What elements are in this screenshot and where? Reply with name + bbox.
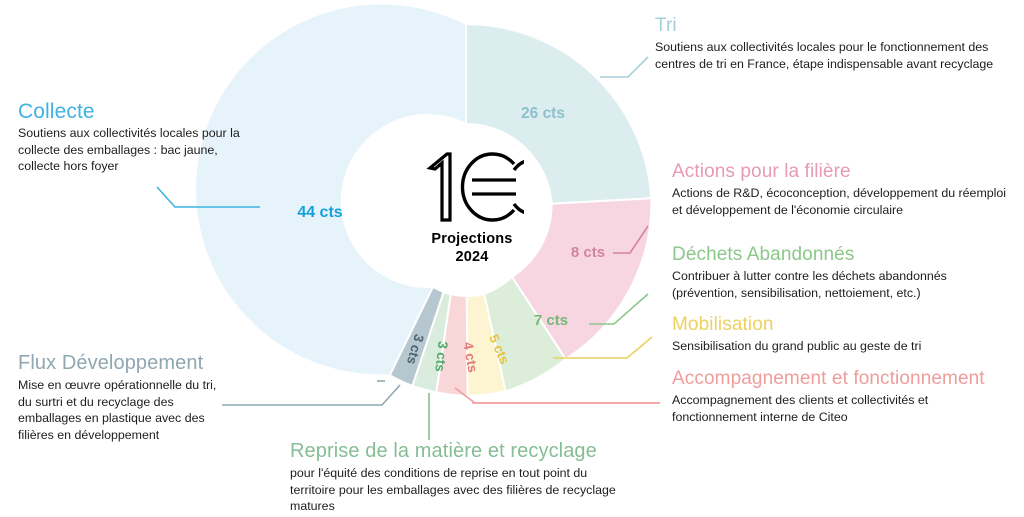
callout-actions-title: Actions pour la filière: [672, 161, 851, 182]
callout-dechets-body-line2: (prévention, sensibilisation, nettoiemen…: [672, 285, 921, 300]
leader-line-tri: [600, 56, 649, 78]
leader-line-mobilisation: [553, 336, 653, 359]
callout-flux-developpement: Flux Développement Mise en œuvre opérati…: [18, 352, 278, 443]
callout-mobilisation-body: Sensibilisation du grand public au geste…: [672, 338, 1020, 355]
callout-reprise-body-line1: pour l'équité des conditions de reprise …: [290, 466, 588, 480]
callout-accompagnement: Accompagnement et fonctionnement Accompa…: [672, 367, 1022, 425]
slice-label-accompagnement: 4 cts: [460, 341, 480, 374]
callout-dechets-body-line1: Contribuer à lutter contre les déchets a…: [672, 269, 947, 283]
callout-reprise-body-line2: territoire pour les emballages avec des …: [290, 482, 616, 497]
callout-tri-body-line2: centres de tri en France, étape indispen…: [655, 56, 994, 71]
slice-label-reprise: 3 cts: [432, 340, 450, 372]
callout-actions-body: Actions de R&D, écoconception, développe…: [672, 185, 1022, 218]
callout-actions-filiere: Actions pour la filière Actions de R&D, …: [672, 160, 1022, 218]
slice-actions-filiere[interactable]: [510, 197, 653, 361]
callout-dechets-body: Contribuer à lutter contre les déchets a…: [672, 268, 1020, 301]
callout-mobilisation-title: Mobilisation: [672, 314, 774, 335]
callout-actions-body-line1: Actions de R&D, écoconception, développe…: [672, 186, 1007, 200]
callout-mobilisation-body-line1: Sensibilisation du grand public au geste…: [672, 339, 922, 353]
callout-dechets-title: Déchets Abandonnés: [672, 244, 855, 265]
callout-accompagnement-body-line2: fonctionnement interne de Citeo: [672, 409, 848, 424]
callout-tri-body: Soutiens aux collectivités locales pour …: [655, 39, 1015, 72]
callout-flux-body-line2: du surtri et du recyclage des: [18, 394, 174, 409]
slice-label-actions: 8 cts: [571, 244, 605, 261]
leader-line-flux-elbow: [222, 384, 401, 406]
callout-flux-body-line3: emballages en plastique avec des: [18, 411, 205, 425]
leader-line-accompagnement-elbow: [454, 387, 660, 404]
callout-tri: Tri Soutiens aux collectivités locales p…: [655, 14, 1015, 72]
callout-reprise-matiere: Reprise de la matière et recyclage pour …: [290, 440, 640, 515]
callout-actions-body-line2: et développement de l'économie circulair…: [672, 202, 904, 217]
callout-dechets-abandonnes: Déchets Abandonnés Contribuer à lutter c…: [672, 243, 1020, 301]
leader-line-collecte: [156, 186, 260, 208]
callout-accompagnement-body: Accompagnement des clients et collectivi…: [672, 392, 1022, 425]
slice-value-labels: 26 cts 8 cts 7 cts 5 cts 4 cts 3 cts 3 c…: [297, 105, 605, 374]
callout-collecte-body-line3: collecte hors foyer: [18, 159, 119, 173]
callout-reprise-body-line3: matures: [290, 499, 335, 513]
callout-flux-body-line1: Mise en œuvre opérationnelle du tri,: [18, 378, 217, 392]
callout-reprise-body: pour l'équité des conditions de reprise …: [290, 465, 640, 515]
callout-flux-body: Mise en œuvre opérationnelle du tri, du …: [18, 377, 278, 443]
leader-line-dechets: [589, 293, 649, 325]
slice-label-tri: 26 cts: [521, 105, 565, 122]
callout-collecte: Collecte Soutiens aux collectivités loca…: [18, 100, 278, 175]
slice-collecte[interactable]: [194, 2, 467, 377]
leader-lines: [156, 56, 660, 440]
callout-tri-body-line1: Soutiens aux collectivités locales pour …: [655, 40, 989, 54]
slice-label-collecte: 44 cts: [297, 204, 342, 221]
callout-collecte-body-line1: Soutiens aux collectivités locales pour …: [18, 126, 240, 140]
slice-label-dechets: 7 cts: [534, 312, 568, 329]
callout-mobilisation: Mobilisation Sensibilisation du grand pu…: [672, 313, 1020, 355]
donut-slices: [194, 2, 653, 398]
slice-tri[interactable]: [465, 22, 653, 205]
callout-accompagnement-body-line1: Accompagnement des clients et collectivi…: [672, 393, 929, 407]
callout-flux-title: Flux Développement: [18, 352, 204, 374]
callout-collecte-body: Soutiens aux collectivités locales pour …: [18, 125, 278, 175]
callout-collecte-title: Collecte: [18, 100, 95, 123]
callout-reprise-title: Reprise de la matière et recyclage: [290, 440, 597, 462]
leader-line-actions: [613, 225, 649, 254]
callout-collecte-body-line2: collecte des emballages : bac jaune,: [18, 142, 218, 157]
callout-flux-body-line4: filières en développement: [18, 427, 160, 442]
callout-accompagnement-title: Accompagnement et fonctionnement: [672, 368, 985, 389]
callout-tri-title: Tri: [655, 15, 677, 36]
